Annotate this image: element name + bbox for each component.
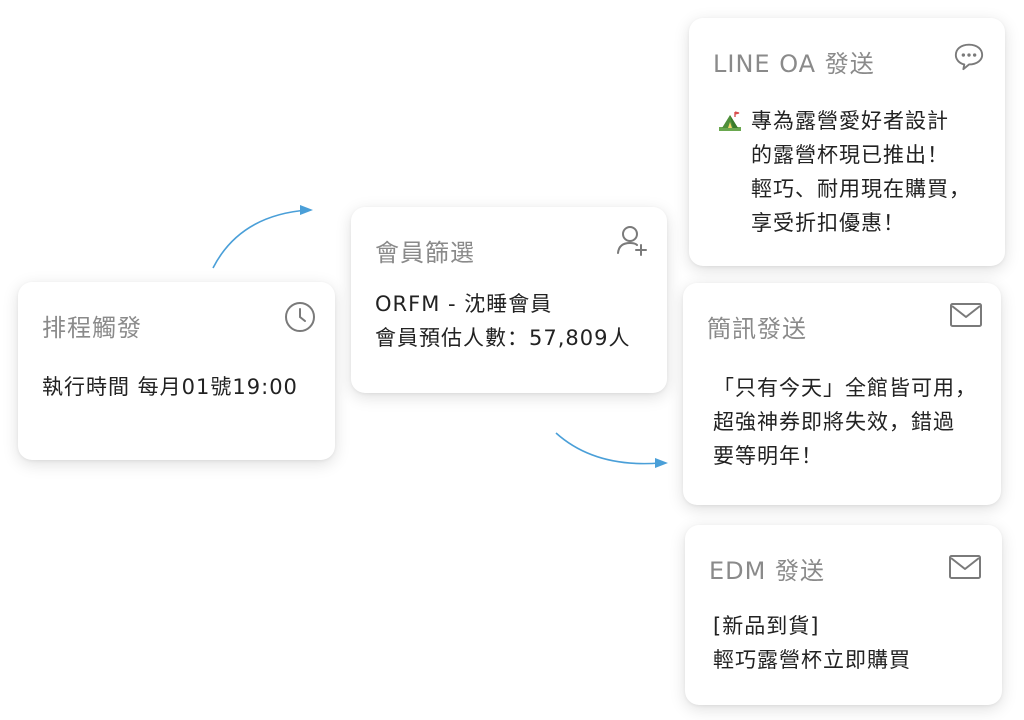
member-filter-title: 會員篩選	[375, 239, 475, 267]
sms-card[interactable]: 簡訊發送 「只有今天」全館皆可用， 超強神券即將失效，錯過 要等明年！	[683, 283, 1001, 505]
line-oa-body: 專為露營愛好者設計 的露營杯現已推出！ 輕巧、耐用現在購買， 享受折扣優惠！	[751, 104, 971, 240]
sms-text-line: 要等明年！	[713, 444, 823, 468]
sms-text-line: 「只有今天」全館皆可用，	[713, 376, 977, 400]
user-plus-icon	[615, 223, 649, 257]
line-oa-text-line: 的露營杯現已推出！	[751, 143, 949, 167]
clock-icon	[283, 300, 317, 334]
edm-card[interactable]: EDM 發送 [新品到貨] 輕巧露營杯立即購買	[685, 525, 1002, 705]
line-oa-text-line: 專為露營愛好者設計	[751, 109, 949, 133]
estimated-member-count: 會員預估人數：57,809人	[375, 326, 631, 350]
edm-body: [新品到貨] 輕巧露營杯立即購買	[713, 609, 911, 677]
line-oa-title: LINE OA 發送	[713, 50, 875, 78]
edm-text-line: [新品到貨]	[713, 614, 820, 638]
mail-icon	[949, 301, 983, 329]
schedule-trigger-card[interactable]: 排程觸發 執行時間 每月01號19:00	[18, 282, 335, 460]
segment-name: ORFM - 沈睡會員	[375, 292, 553, 316]
sms-text-line: 超強神券即將失效，錯過	[713, 410, 955, 434]
member-filter-body: ORFM - 沈睡會員 會員預估人數：57,809人	[375, 287, 630, 355]
edm-title: EDM 發送	[709, 557, 825, 585]
line-oa-text-line: 輕巧、耐用現在購買，	[751, 177, 971, 201]
schedule-trigger-body: 執行時間 每月01號19:00	[42, 370, 298, 404]
line-oa-card[interactable]: LINE OA 發送 專為露營愛好者設計 的露營杯現已推出！ 輕巧、耐用現在購買…	[689, 18, 1005, 266]
sms-body: 「只有今天」全館皆可用， 超強神券即將失效，錯過 要等明年！	[713, 371, 977, 473]
arrow-schedule-to-filter	[212, 205, 313, 269]
arrow-filter-to-sms	[555, 432, 668, 468]
schedule-time-text: 執行時間 每月01號19:00	[42, 375, 298, 399]
line-oa-text-line: 享受折扣優惠！	[751, 211, 905, 235]
mail-icon	[948, 553, 982, 581]
edm-text-line: 輕巧露營杯立即購買	[713, 648, 911, 672]
camping-tent-icon	[719, 110, 741, 132]
sms-title: 簡訊發送	[707, 315, 807, 343]
chat-bubble-icon	[953, 40, 985, 72]
schedule-trigger-title: 排程觸發	[42, 314, 142, 342]
member-filter-card[interactable]: 會員篩選 ORFM - 沈睡會員 會員預估人數：57,809人	[351, 207, 667, 393]
